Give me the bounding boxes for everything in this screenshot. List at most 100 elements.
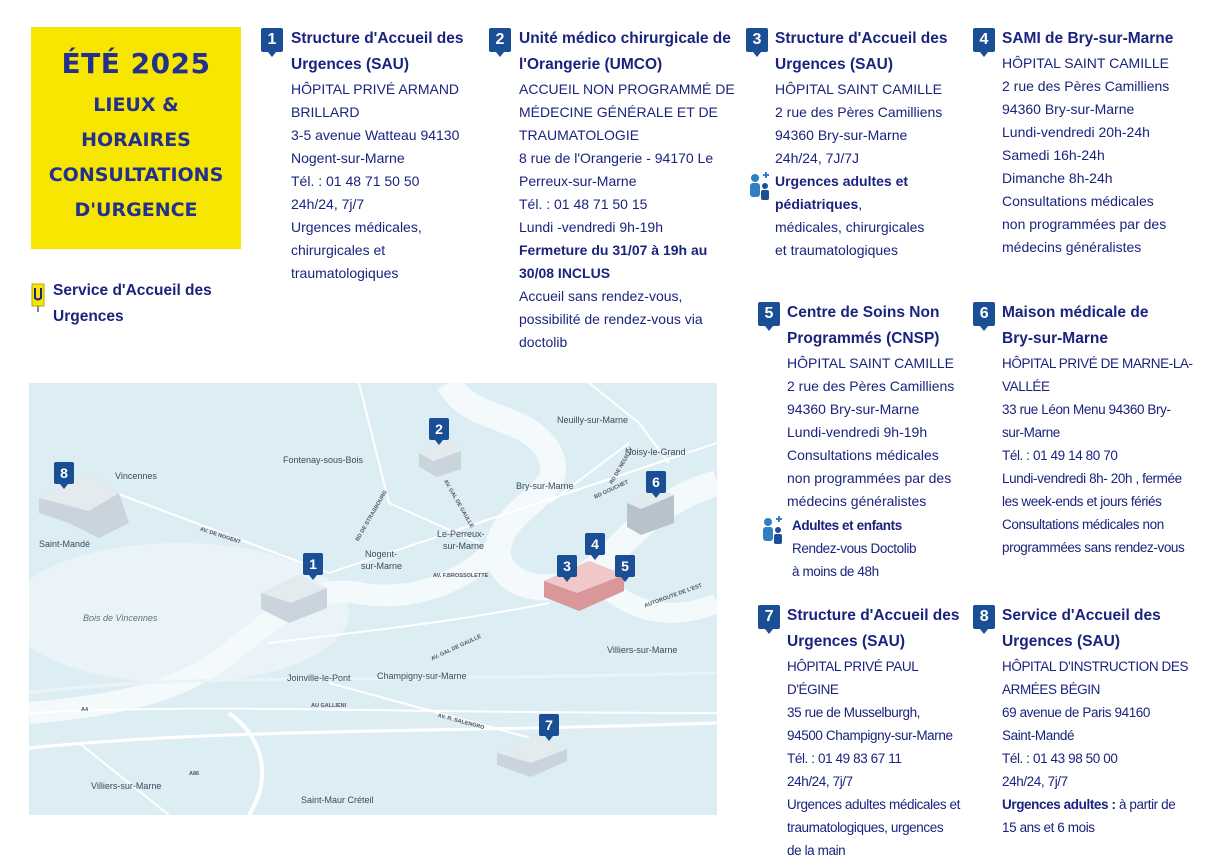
text-line: ACCUEIL NON PROGRAMMÉ DE <box>519 81 735 97</box>
text-line: sur-Marne <box>1002 425 1060 440</box>
text-line: de la main <box>787 843 846 858</box>
text-line: possibilité de rendez-vous via <box>519 311 703 327</box>
patient-type: Urgences adultes et pédiatriques, <box>750 170 966 216</box>
text-line: Dimanche 8h-24h <box>1002 170 1113 186</box>
map-pin-7: 7 <box>539 714 559 741</box>
text-line: 94360 Bry-sur-Marne <box>787 401 920 417</box>
map-pin-8: 8 <box>54 462 74 489</box>
hero-line: CONSULTATIONS <box>48 164 224 186</box>
text-line: 24h/24, 7j/7 <box>1002 774 1068 789</box>
map-place-label: Le-Perreux- <box>437 529 485 539</box>
hospital-6-building <box>627 488 674 535</box>
text-line: HÔPITAL SAINT CAMILLE <box>775 81 943 97</box>
map-place-label: Neuilly-sur-Marne <box>557 415 629 425</box>
hospital-7-building <box>497 735 567 777</box>
text-line: HÔPITAL SAINT CAMILLE <box>1002 55 1170 71</box>
map-road-label: A86 <box>189 771 200 777</box>
entry-body: ACCUEIL NON PROGRAMMÉ DE MÉDECINE GÉNÉRAL… <box>519 78 737 354</box>
text-line: HÔPITAL PRIVÉ DE MARNE-LA- <box>1002 356 1193 371</box>
text-line: VALLÉE <box>1002 379 1050 394</box>
text-line: Nogent-sur-Marne <box>291 150 405 166</box>
badge-1: 1 <box>261 28 283 57</box>
text-line: ARMÉES BÉGIN <box>1002 682 1100 697</box>
hero-line: HORAIRES <box>81 129 191 151</box>
text-line: à partir de <box>1115 797 1176 812</box>
emergency-sign-icon <box>31 283 45 312</box>
map-place-label: Fontenay-sous-Bois <box>283 455 364 465</box>
text-line: Structure d'Accueil des <box>775 30 948 47</box>
text-line: Tél. : 01 49 14 80 70 <box>1002 448 1118 463</box>
map-road-label: A4 <box>81 707 89 713</box>
text-line: Urgences adultes : <box>1002 797 1116 812</box>
text-line: MÉDECINE GÉNÉRALE ET DE <box>519 104 718 120</box>
text-line: Urgences (SAU) <box>1002 633 1120 650</box>
text-line: 24h/24, 7j/7 <box>787 774 853 789</box>
legend: Service d'Accueil des Urgences <box>31 278 231 330</box>
badge-3: 3 <box>746 28 768 57</box>
map-place-label: Bois de Vincennes <box>83 613 158 623</box>
map-place-label: Saint-Mandé <box>39 539 91 549</box>
badge-4: 4 <box>973 28 995 57</box>
text-line: Programmés (CNSP) <box>787 330 940 347</box>
text-line: doctolib <box>519 334 568 350</box>
text-line: Samedi 16h-24h <box>1002 147 1105 163</box>
text-line: Structure d'Accueil des <box>787 607 960 624</box>
hero-year: ÉTÉ 2025 <box>61 47 211 80</box>
badge-8: 8 <box>973 605 995 634</box>
text-line: traumatologiques <box>291 265 399 281</box>
text-line: HÔPITAL PRIVÉ PAUL D'ÉGINE <box>787 659 918 697</box>
text-line: HÔPITAL PRIVÉ ARMAND <box>291 81 460 97</box>
text-line: 94360 Bry-sur-Marne <box>775 127 908 143</box>
text-line: 3-5 avenue Watteau 94130 <box>291 127 460 143</box>
text-line: Bry-sur-Marne <box>1002 330 1108 347</box>
legend-label: Service d'Accueil des <box>53 282 212 299</box>
text-line: Consultations médicales <box>787 447 939 463</box>
text-line: Centre de Soins Non <box>787 304 940 321</box>
map-place-label: Champigny-sur-Marne <box>377 671 467 681</box>
map-pin-5: 5 <box>615 555 635 582</box>
text-line: Perreux-sur-Marne <box>519 173 637 189</box>
badge-7: 7 <box>758 605 780 634</box>
map-place-label: Villiers-sur-Marne <box>607 645 678 655</box>
map-place-label: Vincennes <box>115 471 157 481</box>
text-line: HÔPITAL D'INSTRUCTION DES <box>1002 659 1189 674</box>
map-road-label: AV. F.BROSSOLETTE <box>433 573 489 579</box>
text-line: non programmées par des <box>787 470 952 486</box>
text-line: Tél. : 01 49 83 67 11 <box>787 751 902 766</box>
people-medical-icon <box>750 172 769 200</box>
text-line: traumatologiques, urgences <box>787 820 944 835</box>
text-line: programmées sans rendez-vous <box>1002 540 1185 555</box>
text-line: 24h/24, 7j/7 <box>291 196 365 212</box>
text-line: 2 rue des Pères Camilliens <box>787 378 955 394</box>
map-pin-4: 4 <box>585 533 605 560</box>
hero-line: LIEUX & <box>93 94 179 116</box>
text-line: non programmées par des <box>1002 216 1167 232</box>
map-place-label: Saint-Maur Créteil <box>301 795 374 805</box>
text-line: 24h/24, 7J/7J <box>775 150 860 166</box>
text-line: Service d'Accueil des <box>1002 607 1161 624</box>
badge-6: 6 <box>973 302 995 331</box>
text-line: Unité médico chirurgicale de <box>519 30 731 47</box>
text-line: Urgences adultes : à partir de <box>1002 793 1198 816</box>
hospital-1-building <box>261 575 327 623</box>
map-pin-3: 3 <box>557 555 577 582</box>
text-line: pédiatriques <box>775 196 859 212</box>
map-road-label: AU GALLIENI <box>311 703 347 709</box>
text-line: TRAUMATOLOGIE <box>519 127 640 143</box>
